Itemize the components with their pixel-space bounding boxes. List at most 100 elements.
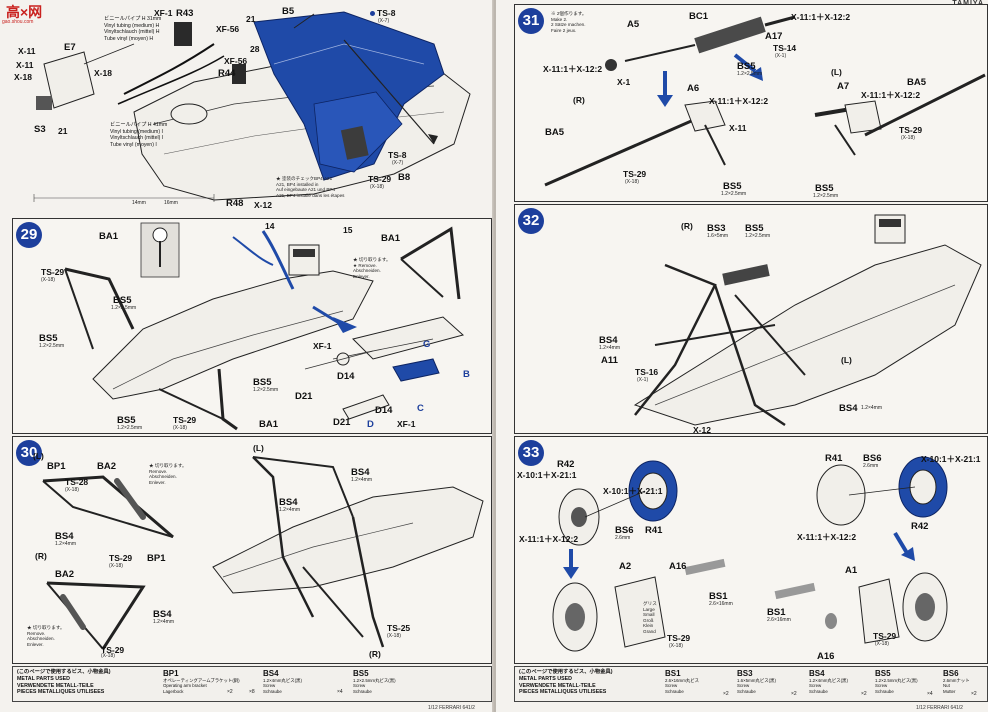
label-ba2-b: BA2: [55, 569, 75, 580]
label-e7: E7: [64, 42, 76, 53]
label-d14-a: D14: [337, 371, 355, 382]
label-bs4-b-size: 1.2×4mm: [153, 619, 174, 625]
footer-qty-bs6: ×2: [971, 691, 977, 697]
label-a6: A6: [687, 83, 700, 94]
label-bs5f: 1.2×2.5mm: [813, 193, 839, 199]
label-bs4b: 1.2×4mm: [599, 345, 620, 351]
step-number-32: 32: [518, 208, 544, 234]
label-ts8a: TS-8: [370, 8, 395, 18]
label-ts25b: (X-18): [387, 633, 401, 639]
label-ts29c: TS-29: [173, 415, 197, 425]
label-ba1-c: BA1: [381, 233, 401, 244]
label-bs3b: 1.6×5mm: [707, 233, 728, 239]
step-33-panel: 33: [514, 436, 988, 664]
label-ts29c: TS-29: [899, 125, 923, 135]
label-a16: A16: [669, 561, 687, 572]
label-bs5-a: BS5: [113, 295, 132, 306]
label-c21b: 21: [246, 14, 256, 24]
label-ts29b: (X-18): [625, 179, 639, 185]
label-bs5-c: BS5: [253, 377, 272, 388]
footer-qty-bs5: ×4: [927, 691, 933, 697]
label-a2: A2: [619, 561, 632, 572]
label-bs1: BS1: [709, 591, 728, 602]
label-xf1: XF-1: [154, 8, 173, 18]
step-31-panel: 31 ※ 2個作ります。Make 2.2 Sätze machen.Faire …: [514, 4, 988, 202]
label-r: (R): [573, 95, 585, 105]
step-number-31: 31: [518, 8, 544, 34]
watermark-url: gao.shou.com: [2, 19, 34, 25]
label-ts14: TS-14: [773, 43, 797, 53]
label-bs6b: 2.6mm: [615, 535, 631, 541]
footer-qty-bs3: ×2: [791, 691, 797, 697]
label-r43: R43: [176, 8, 194, 19]
label-ts29: TS-29: [623, 169, 647, 179]
label-xf1: XF-1: [313, 341, 332, 351]
label-bs5: BS5: [745, 223, 764, 234]
cut-note-upper: ★ 切り取ります。Remove.Abschneiden.Enlever.: [149, 463, 187, 485]
footer-qty-bs4: ×8: [249, 689, 255, 695]
label-bs5-d: BS5: [117, 415, 136, 426]
step-29-drawing: [64, 222, 465, 431]
cut-note: ★ 切り取ります。★ Remove.Abschneiden.Enlever.: [353, 257, 391, 279]
footer-qty-bs1: ×2: [723, 691, 729, 697]
label-xf1b: XF-1: [397, 419, 416, 429]
label-bs5-a-size: 1.2×2.5mm: [111, 305, 137, 311]
label-ba2-a: BA2: [97, 461, 117, 472]
step-30-panel: 30 BP1 BA2 TS-28 (X-18) BS4 1.2×4mm (L) …: [12, 436, 492, 664]
footer-qty-bp1: ×2: [227, 689, 233, 695]
step-32-panel: 32 (R) BS3 1.6×5mm BS5 1.2×2.5mm BS4 1.2…: [514, 204, 988, 435]
make-2-note: ※ 2個作ります。Make 2.2 Sätze machen.Faire 2 j…: [551, 11, 587, 33]
step-32-drawing: [633, 214, 982, 427]
label-bs6c: BS6: [863, 453, 882, 464]
footer-part-bs4: BS4 1.2×4mm丸ビス(黒) Screw Schraube: [263, 669, 302, 694]
label-bs5b: 1.2×2.5mm: [737, 71, 763, 77]
label-d14-b: D14: [375, 405, 393, 416]
label-bs4-d: BS4: [279, 497, 298, 508]
label-c28: 28: [250, 44, 260, 54]
book-spine: [492, 0, 498, 712]
dim-16mm: 16mm: [164, 200, 178, 206]
label-ts29c: TS-29: [873, 631, 897, 641]
label-ts16: TS-16: [635, 367, 659, 377]
label-x11-3: X-11:1＋X-12:2: [709, 96, 769, 106]
label-bs5-b-size: 1.2×2.5mm: [39, 343, 65, 349]
step-29-panel: 29: [12, 218, 492, 434]
label-bs6: BS6: [615, 525, 634, 536]
label-bs5-b: BS5: [39, 333, 58, 344]
label-r41b: R41: [825, 453, 843, 464]
label-g: G: [423, 339, 431, 350]
label-ts29d: (X-18): [875, 641, 889, 647]
step-28-drawing: [33, 11, 471, 202]
label-bs4-d-size: 1.2×4mm: [279, 507, 300, 513]
label-bs5e: BS5: [815, 183, 834, 194]
label-s3: S3: [34, 124, 46, 135]
brand-tamiya: TAMIYA: [952, 0, 984, 7]
label-ts29: TS-29: [368, 174, 392, 184]
label-d21-b: D21: [333, 417, 351, 428]
label-d21-a: D21: [295, 391, 313, 402]
label-r1: (R): [35, 551, 47, 561]
footer-part-bs3: BS3 1.6×5mm丸ビス(黒) Screw Schraube: [737, 669, 776, 694]
label-c15: 15: [343, 225, 353, 235]
label-xf56: XF-56: [216, 24, 240, 34]
label-bs5c: BS5: [723, 181, 742, 192]
label-b5: B5: [282, 6, 295, 17]
step-30-drawing: [42, 456, 484, 650]
footer-part-bs4: BS4 1.2×4mm丸ビス(黒) Screw Schraube: [809, 669, 848, 694]
label-ts29b: (X-18): [669, 643, 683, 649]
label-bs4-c-size: 1.2×4mm: [351, 477, 372, 483]
label-bs4c: BS4: [839, 403, 858, 414]
label-ts29b: (X-18): [370, 184, 384, 190]
step-33-drawing: [552, 456, 948, 652]
label-bp1-b: BP1: [147, 553, 166, 564]
label-ts25: TS-25: [387, 623, 411, 633]
label-c14: 14: [265, 221, 275, 231]
label-ba5: BA5: [545, 127, 565, 138]
label-ts29d: (X-18): [101, 653, 115, 659]
label-bs4-c: BS4: [351, 467, 370, 478]
label-x11: X-11: [18, 46, 36, 56]
label-x11: X-11: [729, 123, 747, 133]
